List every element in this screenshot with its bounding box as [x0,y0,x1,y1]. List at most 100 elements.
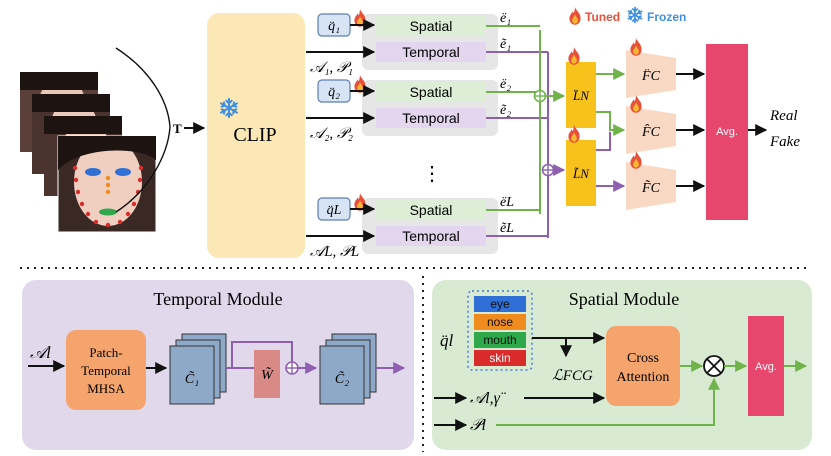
ln-top-label: L̈N [572,88,590,103]
c2-label: C̃₂ [335,371,349,387]
clip-block [207,13,305,258]
query-label: q̈L [327,203,342,218]
spatial-block [376,82,486,102]
facial-parts-group [467,290,533,371]
facial-part-label: skin [489,351,510,365]
facial-part-skin: skin [474,350,526,366]
facial-part-swatch [474,350,526,366]
flame-icon [630,95,642,113]
temporal-block [376,42,486,62]
spatial-embedding-label: ë₂ [500,77,511,92]
spatial-embedding-label: ë₁ [500,11,511,26]
c1-stack: C̃₁ [169,333,227,405]
fc-bottom-label: F̃C [641,180,661,196]
temporal-embedding-label: ẽ₂ [500,103,511,118]
cross-line2: Attention [617,370,670,385]
flame-icon [630,38,642,56]
facial-part-label: mouth [483,333,516,347]
output-fake: Fake [769,134,800,150]
flame-icon [630,151,642,169]
input-frames [20,47,171,233]
ln-bottom-label: L̃N [572,166,590,181]
cross-attention-block [606,326,680,406]
temporal-block [376,108,486,128]
spatial-block [376,16,486,36]
c2-stack: C̃₂ [319,333,377,405]
query-label: q̈₁ [328,19,340,34]
fc-mid-label: F̂C [641,124,661,140]
cross-line1: Cross [627,351,659,366]
w-label: W̃ [261,367,274,383]
attention-patch-label: 𝒜₂, 𝒫₂ [310,126,353,142]
branch-ellipsis: ⋮ [422,163,442,185]
temporal-label: Temporal [402,228,460,244]
facial-part-eye: eye [474,296,526,312]
snowflake-icon [627,6,643,24]
w-block [254,350,280,398]
spatial-module: Spatial Module q̈l eye nose mouth skin ℒFCG… [432,280,812,450]
spatial-label: Spatial [410,18,453,34]
temporal-label: Temporal [402,44,460,60]
spatial-a-label: 𝒜l,γ̈ [470,390,506,407]
avg-label: Avg. [716,126,738,138]
facial-part-swatch [474,296,526,312]
mhsa-line2: Temporal [81,363,131,378]
temporal-input-label: 𝒜l [30,343,51,362]
query-label: q̈₂ [328,85,340,100]
spatial-avg-label: Avg. [755,361,777,373]
facial-part-mouth: mouth [474,332,526,348]
attention-patch-label: 𝒜L, 𝒫L [310,244,359,260]
facial-part-label: eye [490,297,510,311]
facial-part-label: nose [487,315,513,329]
avg-block [706,44,748,220]
flame-icon [568,47,580,65]
legend-frozen: Frozen [647,10,686,24]
ln-top-block [566,62,596,128]
fc-avg-connectors [676,68,706,192]
legend-tuned: Tuned [585,10,620,24]
aggregation-lines [533,30,566,238]
temporal-module: Temporal Module 𝒜l Patch- Temporal MHSA … [22,280,414,450]
face-landmarks [72,165,144,228]
fc-bottom-block [626,162,676,210]
clip-label: CLIP [233,124,276,146]
fc-mid-block [626,106,676,154]
output-real: Real [769,108,798,124]
spatial-p-label: 𝒫l [470,417,487,434]
temporal-embedding-label: ẽL [500,221,514,236]
spatial-q-label: q̈l [440,331,454,350]
ln-bottom-block [566,140,596,206]
facial-part-swatch [474,332,526,348]
fc-blocks: F̈C F̂C F̃C [626,38,676,210]
spatial-module-title: Spatial Module [569,289,680,309]
fc-top-block [626,50,676,98]
facial-part-nose: nose [474,314,526,330]
temporal-embedding-label: ẽ₁ [500,37,511,52]
frames-brace [115,47,171,213]
attention-patch-label: 𝒜₁, 𝒫₁ [310,60,353,76]
ln-fc-connectors [596,68,626,192]
temporal-block [376,226,486,246]
c1-label: C̃₁ [185,371,199,387]
facial-parts-list: eye nose mouth skin [474,296,526,366]
temporal-module-title: Temporal Module [153,289,282,309]
face-frame-4 [57,135,157,233]
mhsa-line3: MHSA [87,381,125,396]
temporal-label: Temporal [402,110,460,126]
flame-icon [569,7,581,25]
spatial-label: Spatial [410,84,453,100]
fcg-loss-label: ℒFCG [552,368,593,384]
spatial-label: Spatial [410,202,453,218]
spatial-block [376,200,486,220]
t-label: T [173,121,182,136]
mhsa-line1: Patch- [89,345,122,360]
fc-top-label: F̈C [641,67,661,84]
facial-part-swatch [474,314,526,330]
spatial-avg-block [748,316,784,416]
